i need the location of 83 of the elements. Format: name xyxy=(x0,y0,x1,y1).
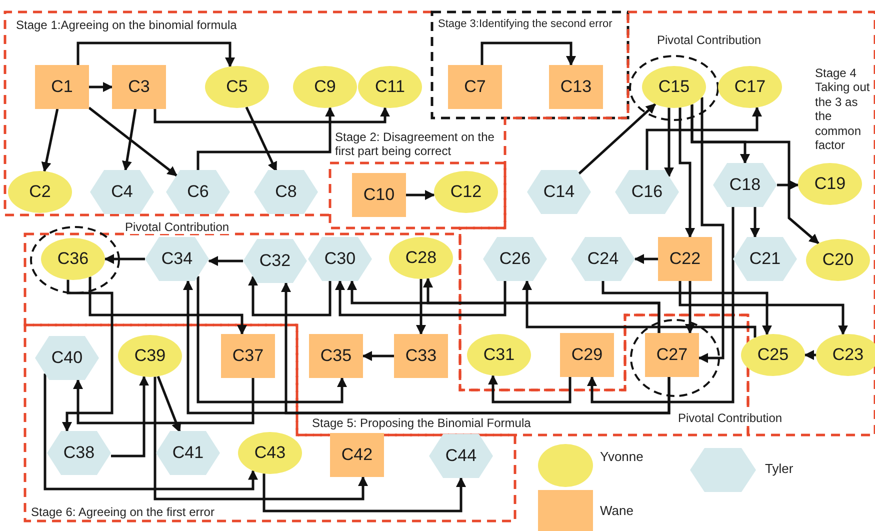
stage-title: Stage 4 Taking out the 3 as the common factor xyxy=(815,66,871,152)
speaker-ellipse: C36 xyxy=(41,238,105,280)
arrow xyxy=(245,106,278,172)
stage-title: Stage 1:Agreeing on the binomial formula xyxy=(16,18,237,32)
speaker-ellipse: C23 xyxy=(816,334,875,376)
arrow xyxy=(423,278,660,333)
arrow xyxy=(156,376,182,433)
arrow xyxy=(664,108,674,178)
speaker-ellipse: C5 xyxy=(205,66,269,108)
arrow xyxy=(406,190,435,200)
arrow xyxy=(154,376,368,500)
speaker-ellipse: C2 xyxy=(8,171,72,213)
speaker-square: C1 xyxy=(35,65,89,109)
arrow xyxy=(88,106,178,177)
arrow xyxy=(262,474,466,512)
speaker-square: C33 xyxy=(394,334,448,378)
arrow xyxy=(587,207,734,404)
legend-label: Yvonne xyxy=(600,449,644,464)
arrow xyxy=(281,282,670,414)
speaker-square: C3 xyxy=(112,65,166,109)
arrow xyxy=(73,378,254,424)
speaker-ellipse: C28 xyxy=(389,237,453,279)
speaker-ellipse: C9 xyxy=(293,66,357,108)
speaker-ellipse: C25 xyxy=(741,334,805,376)
arrow xyxy=(690,104,820,244)
arrow xyxy=(577,103,656,176)
speaker-ellipse: C17 xyxy=(718,66,782,108)
arrow xyxy=(698,97,724,363)
speaker-ellipse: C12 xyxy=(434,171,498,213)
arrow xyxy=(362,351,394,361)
legend-label: Wane xyxy=(600,503,634,518)
arrow xyxy=(44,374,258,490)
speaker-square: C22 xyxy=(658,237,712,281)
node-annotation: Pivotal Contribution xyxy=(655,33,764,47)
speaker-square: C13 xyxy=(549,65,603,109)
speaker-square: C27 xyxy=(645,333,699,377)
arrow xyxy=(88,276,247,335)
speaker-ellipse: C20 xyxy=(806,239,870,281)
speaker-ellipse: C31 xyxy=(467,334,531,376)
arrow xyxy=(416,279,426,335)
arrow xyxy=(488,374,572,404)
arrow xyxy=(248,276,332,316)
arrow xyxy=(208,256,243,266)
arrow xyxy=(89,82,113,92)
stage-title: Stage 5: Proposing the Binomial Formula xyxy=(312,416,531,430)
arrow xyxy=(602,281,772,336)
speaker-ellipse: C11 xyxy=(358,66,422,108)
arrow xyxy=(678,281,848,336)
arrow xyxy=(750,207,760,238)
speaker-square: C7 xyxy=(448,65,502,109)
arrow xyxy=(335,280,506,316)
arrow xyxy=(196,276,347,404)
arrow xyxy=(76,42,235,68)
arrow xyxy=(122,108,137,172)
arrow xyxy=(480,42,576,66)
arrow xyxy=(154,106,390,124)
arrow xyxy=(522,280,756,338)
arrow xyxy=(111,376,149,458)
speaker-square: C29 xyxy=(560,333,614,377)
stage-title: Stage 6: Agreeing on the first error xyxy=(31,505,214,520)
speaker-square: C35 xyxy=(309,334,363,378)
speaker-ellipse: C43 xyxy=(238,432,302,474)
arrow xyxy=(104,254,145,264)
legend-label: Tyler xyxy=(765,461,794,476)
speaker-ellipse: C39 xyxy=(118,335,182,377)
arrow xyxy=(62,280,114,432)
annotation-label: Pivotal Contribution xyxy=(125,220,230,234)
stage-title: Stage 3:Identifying the second error xyxy=(438,18,612,32)
arrow xyxy=(41,108,59,172)
speaker-ellipse: C15 xyxy=(642,66,706,108)
node-annotation: Pivotal Contribution xyxy=(676,411,784,425)
arrow xyxy=(678,108,695,238)
speaker-square: C37 xyxy=(221,334,275,378)
arrow xyxy=(196,106,335,170)
speaker-square: C10 xyxy=(352,173,406,217)
arrow xyxy=(634,254,658,264)
stage-title: Stage 2: Disagreement on the first part being correct xyxy=(335,130,496,159)
arrow xyxy=(685,281,695,334)
arrow xyxy=(804,350,816,360)
speaker-ellipse: C19 xyxy=(798,163,862,205)
arrow xyxy=(777,180,799,190)
speaker-square: C42 xyxy=(330,433,384,477)
arrow xyxy=(646,106,762,170)
